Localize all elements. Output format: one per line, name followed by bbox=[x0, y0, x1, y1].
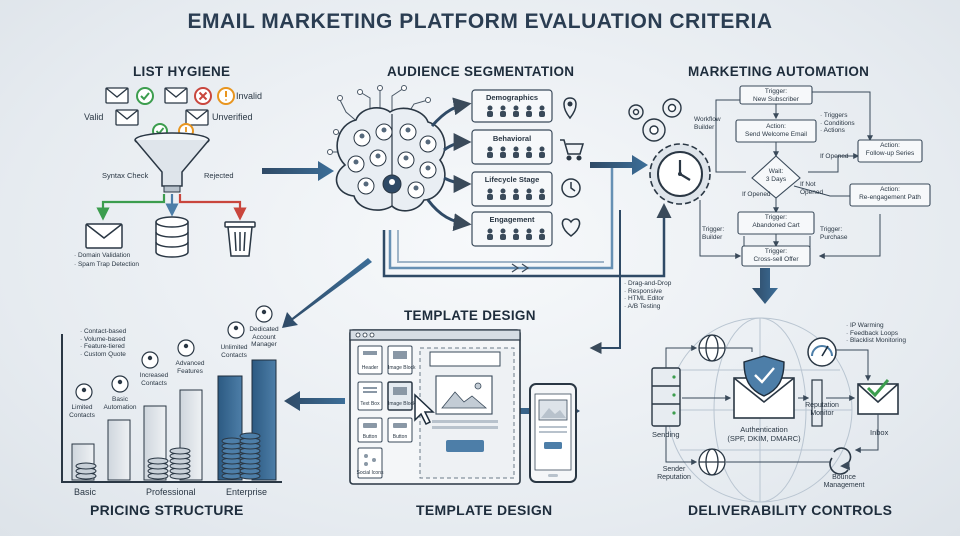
authentication-label: Authentication (SPF, DKIM, DMARC) bbox=[727, 425, 801, 443]
feature-limited-contacts: Limited Contacts bbox=[69, 404, 95, 419]
block-image-2: Image Block bbox=[388, 401, 416, 407]
trash-icon bbox=[224, 221, 256, 257]
template-design-heading-bottom: TEMPLATE DESIGN bbox=[416, 502, 553, 518]
bounce-refresh-icon bbox=[829, 447, 852, 475]
reputation-monitor-label: Reputation Monitor bbox=[805, 402, 839, 418]
segment-lifecycle-stage: Lifecycle Stage bbox=[484, 175, 540, 184]
sending-label: Sending bbox=[652, 430, 680, 439]
template-features: · Drag-and-Drop · Responsive · HTML Edit… bbox=[624, 280, 672, 310]
server-icon bbox=[651, 367, 681, 427]
if-opened-label: If Opened bbox=[820, 153, 849, 160]
block-social-icons: Social Icons bbox=[356, 470, 384, 476]
bounce-management-label: Bounce Management bbox=[823, 474, 865, 490]
action-reengagement: Action: Re-engagement Path bbox=[859, 186, 921, 201]
globe-icon bbox=[698, 334, 726, 476]
arrow-segmentation-to-automation bbox=[590, 155, 648, 175]
action-send-welcome: Action: Send Welcome Email bbox=[744, 123, 808, 138]
trigger-purchase: Trigger: Purchase bbox=[820, 226, 848, 241]
action-follow-up: Action: Follow-up Series bbox=[865, 142, 915, 157]
tier-basic: Basic bbox=[74, 487, 97, 497]
gears-icon bbox=[628, 98, 682, 142]
workflow-builder-label: Workflow Builder bbox=[694, 116, 721, 131]
shopping-cart-icon bbox=[560, 139, 585, 161]
segment-engagement: Engagement bbox=[489, 215, 535, 224]
tier-enterprise: Enterprise bbox=[226, 487, 268, 497]
trigger-abandoned-cart: Trigger: Abandoned Cart bbox=[752, 214, 800, 229]
invalid-label: Invalid bbox=[236, 91, 263, 101]
heart-icon bbox=[561, 218, 581, 237]
sender-reputation-label: Sender Reputation bbox=[657, 466, 691, 482]
feature-increased-contacts: Increased Contacts bbox=[139, 372, 169, 387]
if-not-opened-label: If Not Opened bbox=[800, 181, 824, 196]
coin-stacks bbox=[75, 432, 261, 480]
segment-demographics: Demographics bbox=[485, 93, 539, 102]
feature-basic-automation: Basic Automation bbox=[103, 396, 137, 411]
mobile-phone-icon bbox=[529, 383, 577, 483]
inbox-label: Inbox bbox=[870, 428, 889, 437]
page-title: EMAIL MARKETING PLATFORM EVALUATION CRIT… bbox=[187, 10, 773, 33]
block-header: Header bbox=[361, 365, 379, 371]
trigger-cross-sell: Trigger: Cross-sell Offer bbox=[753, 248, 799, 263]
rejected-label: Rejected bbox=[204, 171, 234, 180]
block-text-box: Text Box bbox=[360, 401, 380, 407]
arrow-template-to-pricing bbox=[284, 391, 345, 411]
workflow-boxes bbox=[735, 85, 931, 267]
filter-funnel-icon bbox=[134, 132, 210, 193]
block-button-1: Button bbox=[362, 434, 378, 440]
deliverability-notes: · IP Warming · Feedback Loops · Blacklis… bbox=[846, 322, 906, 345]
arrow-automation-to-deliverability bbox=[752, 268, 778, 304]
clock-icon bbox=[561, 178, 581, 198]
deliverability-controls-heading: DELIVERABILITY CONTROLS bbox=[688, 502, 893, 518]
feature-dedicated-manager: Dedicated Account Manager bbox=[249, 326, 279, 349]
if-opened-label-2: If Opened bbox=[742, 191, 771, 198]
auth-envelope-shield-icon bbox=[733, 355, 795, 419]
pricing-notes: · Contact-based · Volume-based · Feature… bbox=[80, 328, 127, 358]
location-pin-icon bbox=[563, 97, 577, 120]
spam-trap-note: · Spam Trap Detection bbox=[74, 261, 140, 268]
envelope-icon bbox=[85, 223, 123, 249]
automation-clock-gear-icon bbox=[649, 143, 711, 205]
list-hygiene-heading: LIST HYGIENE bbox=[133, 64, 231, 79]
marketing-automation-heading: MARKETING AUTOMATION bbox=[688, 64, 870, 79]
domain-validation-note: · Domain Validation bbox=[74, 252, 131, 259]
syntax-check-label: Syntax Check bbox=[102, 171, 149, 180]
trigger-new-subscriber: Trigger: New Subscriber bbox=[753, 88, 799, 103]
automation-notes: · Triggers · Conditions · Actions bbox=[820, 112, 855, 135]
pricing-structure-heading: PRICING STRUCTURE bbox=[90, 502, 244, 518]
unverified-label: Unverified bbox=[212, 112, 253, 122]
template-design-heading-top: TEMPLATE DESIGN bbox=[404, 308, 536, 323]
audience-segmentation-heading: AUDIENCE SEGMENTATION bbox=[387, 64, 575, 79]
inbox-envelope-icon bbox=[857, 379, 899, 415]
envelope-icon bbox=[105, 87, 209, 126]
block-button-2: Button bbox=[392, 434, 408, 440]
block-image-1: Image Block bbox=[388, 365, 416, 371]
segment-behavioral: Behavioral bbox=[492, 134, 532, 143]
template-editor-window bbox=[349, 329, 521, 485]
tier-professional: Professional bbox=[146, 487, 196, 497]
list-hygiene-graphic bbox=[85, 87, 256, 258]
feature-unlimited-contacts: Unlimited Contacts bbox=[220, 344, 248, 359]
deliverability-graphic bbox=[651, 317, 899, 503]
valid-check-icon bbox=[136, 87, 154, 105]
database-icon bbox=[155, 216, 189, 258]
brain-network-graphic bbox=[327, 85, 472, 232]
gauge-icon bbox=[807, 337, 837, 367]
arrow-segmentation-to-pricing bbox=[282, 258, 372, 328]
feature-advanced-features: Advanced Features bbox=[175, 360, 205, 375]
people-icon bbox=[487, 105, 545, 240]
trigger-builder: Trigger: Builder bbox=[702, 226, 725, 241]
valid-label: Valid bbox=[84, 112, 104, 122]
cursor-icon bbox=[414, 393, 435, 426]
wait-3-days: Wait: 3 Days bbox=[765, 168, 787, 183]
arrow-hygiene-to-segmentation bbox=[262, 161, 334, 181]
